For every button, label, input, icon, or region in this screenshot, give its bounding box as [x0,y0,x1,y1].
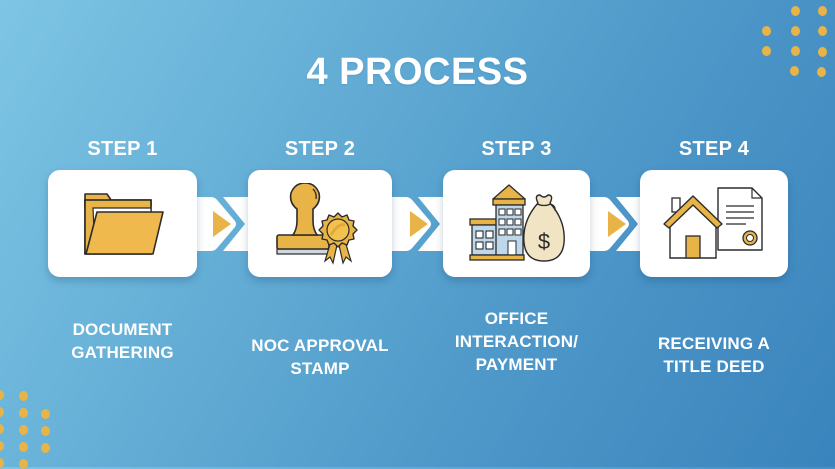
dot [19,459,28,469]
step-1-description: DOCUMENT GATHERING [71,320,174,362]
step-4-card [640,170,788,277]
dot [762,46,771,56]
connector-3-4 [586,197,644,251]
dot [19,408,28,418]
step-3-label: STEP 3 [481,138,552,160]
dot [19,425,28,435]
dot [41,409,50,419]
step-4-description: RECEIVING A TITLE DEED [657,334,771,376]
svg-text:$: $ [537,229,549,254]
arrow-right-icon [410,211,428,237]
arrow-right-icon [608,211,626,237]
dot [0,441,4,451]
step-3-card: $ [443,170,590,277]
dot [791,46,800,56]
connector-1-2 [193,197,251,251]
dot [791,26,800,36]
dot [791,6,800,16]
dot [818,6,827,16]
dot [19,391,28,401]
page-title: 4 PROCESS [306,51,529,93]
dot [818,26,827,36]
step-4-label: STEP 4 [678,138,750,160]
house-and-deed-icon [663,186,763,259]
dot [0,407,4,417]
folder-icon [83,192,164,255]
connector-2-3 [388,197,446,251]
step-1-card [48,170,197,277]
dot [818,47,827,57]
step-2-label: STEP 2 [284,138,356,160]
dot [19,442,28,452]
stamp-with-seal-icon [276,182,358,265]
step-2-card [248,170,392,277]
dot [0,458,4,468]
step-1-label: STEP 1 [87,138,158,160]
step-3-description: OFFICE INTERACTION/ PAYMENT [454,309,579,374]
dot [0,424,4,434]
dot [790,66,799,76]
building-and-money-bag-icon: $ [468,183,565,262]
arrow-right-icon [213,211,231,237]
dot [41,426,50,436]
dot [817,67,826,77]
dot [41,443,50,453]
dot [762,26,771,36]
step-2-description: NOC APPROVAL STAMP [251,336,389,378]
dot [0,390,4,400]
